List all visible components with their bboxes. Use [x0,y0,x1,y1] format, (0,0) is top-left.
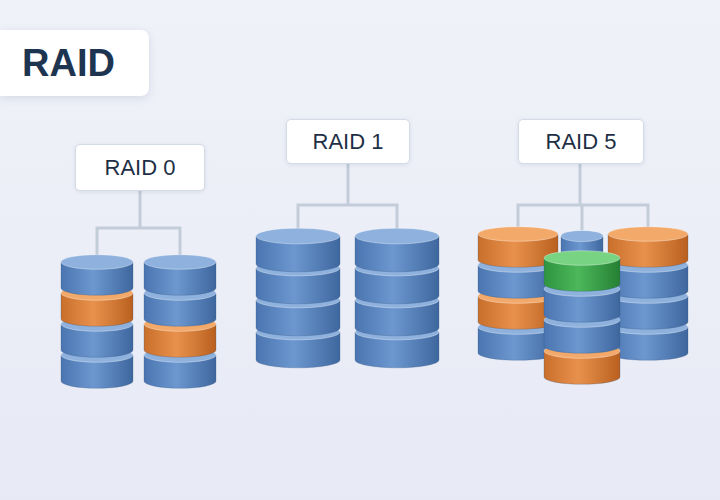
raid-level-label: RAID 1 [286,119,410,164]
disk-top [144,255,216,270]
raid-level-label: RAID 0 [75,144,205,191]
disk-top [608,227,688,242]
raid-level-label: RAID 5 [518,119,644,164]
title-panel: RAID [0,30,149,96]
label-text: RAID 1 [313,129,384,155]
label-text: RAID 0 [105,155,176,181]
disk-top [544,251,620,266]
disk-top [478,227,558,242]
disk-top [61,255,133,270]
disk-top [256,228,340,244]
label-text: RAID 5 [546,129,617,155]
disk-top [355,228,439,244]
disk-top [561,230,603,241]
disk-stacks [61,227,688,389]
title-text: RAID [0,42,149,85]
